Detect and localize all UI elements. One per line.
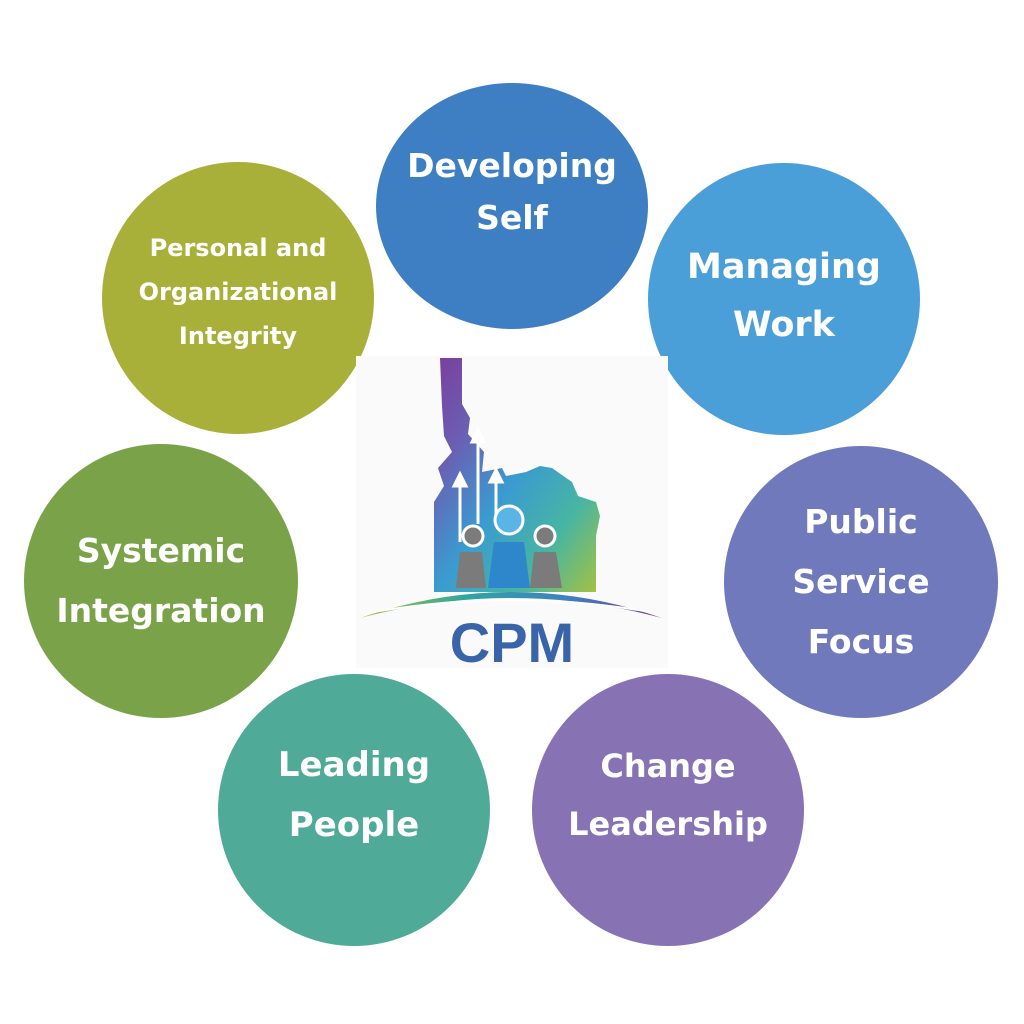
public-service-focus-circle: Public Service Focus: [724, 446, 998, 718]
developing-self-circle: Developing Self: [376, 83, 648, 329]
people-figures: [456, 504, 562, 588]
personal-organizational-integrity-circle: Personal and Organizational Integrity: [102, 162, 374, 434]
leading-people-circle: Leading People: [218, 674, 490, 946]
managing-work-label: Managing Work: [686, 247, 881, 345]
systemic-integration-label: Systemic Integration: [56, 531, 266, 630]
public-service-focus-label: Public Service Focus: [792, 502, 930, 661]
logo-arc: [360, 592, 662, 618]
systemic-integration-circle: Systemic Integration: [24, 444, 298, 718]
change-leadership-circle: Change Leadership: [532, 674, 804, 946]
logo-text: CPM: [450, 611, 574, 668]
change-leadership-label: Change Leadership: [568, 747, 768, 843]
developing-self-label: Developing Self: [407, 146, 617, 237]
cpm-logo: CPM: [356, 356, 668, 668]
leading-people-label: Leading People: [277, 745, 431, 845]
growth-arrows: [451, 426, 505, 542]
managing-work-circle: Managing Work: [648, 163, 920, 435]
personal-organizational-integrity-label: Personal and Organizational Integrity: [138, 234, 338, 350]
